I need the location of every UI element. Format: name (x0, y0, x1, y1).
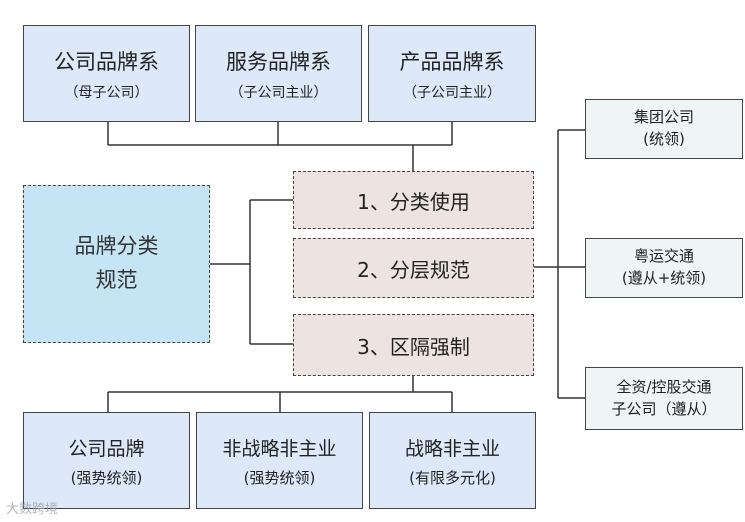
brand-classification-box: 品牌分类 规范 (23, 185, 210, 343)
box-subtitle: （子公司主业） (229, 84, 328, 101)
company-brand-box: 公司品牌 (强势统领) (23, 412, 190, 509)
left-line-1: 品牌分类 (74, 234, 159, 259)
product-brand-system-box: 产品品牌系 （子公司主业） (368, 25, 536, 122)
box-subtitle: （子公司主业） (403, 84, 501, 101)
center-label: 3、区隔强制 (357, 334, 470, 359)
box-title: 产品品牌系 (399, 49, 505, 74)
subsidiary-transport-box: 全资/控股交通 子公司（遵从） (585, 367, 743, 430)
service-brand-system-box: 服务品牌系 （子公司主业） (195, 25, 362, 122)
right-line-2: (统领) (643, 130, 685, 148)
group-company-box: 集团公司 (统领) (585, 99, 743, 159)
strategic-non-core-box: 战略非主业 (有限多元化) (369, 412, 536, 509)
right-line-2: 子公司（遵从） (611, 399, 717, 418)
mandatory-separation-box: 3、区隔强制 (293, 314, 534, 376)
right-line-2: (遵从+统领) (621, 269, 707, 287)
classified-use-box: 1、分类使用 (293, 171, 534, 229)
company-brand-system-box: 公司品牌系 （母子公司） (23, 25, 190, 122)
box-subtitle: （母子公司） (64, 84, 149, 101)
box-title: 服务品牌系 (226, 49, 331, 74)
box-subtitle: (有限多元化) (409, 468, 496, 487)
center-label: 2、分层规范 (357, 257, 470, 282)
box-title: 公司品牌 (68, 437, 145, 460)
box-title: 战略非主业 (404, 437, 500, 460)
left-line-2: 规范 (95, 268, 138, 292)
yueyun-transport-box: 粤运交通 (遵从+统领) (585, 238, 743, 298)
box-subtitle: (强势统领) (70, 468, 143, 487)
box-title: 非战略非主业 (222, 437, 337, 460)
center-label: 1、分类使用 (357, 189, 470, 214)
layered-standard-box: 2、分层规范 (293, 238, 534, 298)
non-strategic-non-core-box: 非战略非主业 (强势统领) (196, 412, 363, 509)
box-title: 公司品牌系 (54, 49, 159, 74)
box-subtitle: (强势统领) (243, 468, 316, 487)
right-line-1: 集团公司 (633, 108, 694, 127)
right-line-1: 粤运交通 (633, 247, 694, 266)
watermark: 大数跨境 (6, 502, 59, 517)
right-line-1: 全资/控股交通 (616, 377, 712, 396)
